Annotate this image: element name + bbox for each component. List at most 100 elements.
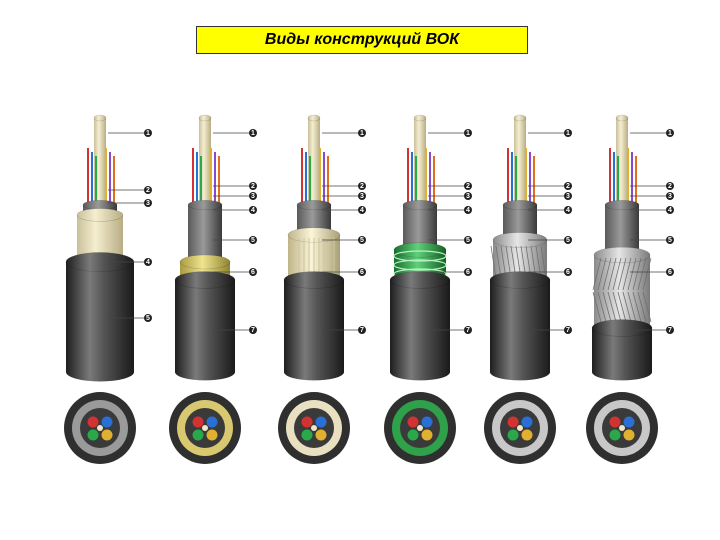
central-member-top xyxy=(513,114,527,122)
callout-badge-6 xyxy=(564,268,572,276)
callout-number-3: 3 xyxy=(466,193,470,200)
page-title: Виды конструкций ВОК xyxy=(264,31,460,48)
callout-badge-4 xyxy=(464,206,472,214)
corrugated-armor-top xyxy=(393,242,447,258)
cross-section-5 xyxy=(484,392,556,464)
central-member-top xyxy=(307,114,321,122)
callout-badge-1 xyxy=(249,129,257,137)
callout-badge-2 xyxy=(666,182,674,190)
callout-number-4: 4 xyxy=(466,207,470,214)
armor-wire-inner xyxy=(617,291,627,323)
callout-badge-1 xyxy=(358,129,366,137)
callout-badge-1 xyxy=(564,129,572,137)
callout-number-4: 4 xyxy=(566,207,570,214)
callout-number-3: 3 xyxy=(566,193,570,200)
central-member-top xyxy=(413,114,427,122)
cross-section-tube xyxy=(407,429,419,441)
armor-wire-inner xyxy=(622,291,632,323)
armor-wire-outer xyxy=(617,257,627,291)
armor-wire-outer xyxy=(637,257,647,291)
callout-number-4: 4 xyxy=(668,207,672,214)
callout-badge-7 xyxy=(358,326,366,334)
callout-badge-7 xyxy=(464,326,472,334)
callout-badge-7 xyxy=(564,326,572,334)
callout-number-3: 3 xyxy=(360,193,364,200)
outer-sheath xyxy=(390,280,450,381)
callout-badge-6 xyxy=(358,268,366,276)
cross-section-tube xyxy=(421,429,433,441)
armor-wire-inner xyxy=(602,291,612,323)
callout-number-5: 5 xyxy=(668,237,672,244)
corrugation-ring xyxy=(393,259,447,271)
cross-section-4 xyxy=(384,392,456,464)
armor-wire-inner xyxy=(627,291,637,323)
double-wire-armor-top xyxy=(593,246,651,264)
callout-badge-6 xyxy=(464,268,472,276)
callout-badge-5 xyxy=(358,236,366,244)
callout-number-1: 1 xyxy=(146,130,150,137)
armor-wire-outer xyxy=(592,257,602,291)
cross-section-tube xyxy=(609,429,621,441)
callout-number-1: 1 xyxy=(360,130,364,137)
callout-badge-3 xyxy=(144,199,152,207)
cross-section-tube xyxy=(521,429,533,441)
outer-sheath xyxy=(66,262,134,382)
outer-sheath xyxy=(592,328,652,381)
cross-section-1 xyxy=(64,392,136,464)
callout-badge-2 xyxy=(464,182,472,190)
cross-section-tube xyxy=(192,429,204,441)
callout-number-6: 6 xyxy=(360,269,364,276)
cross-section-center xyxy=(311,425,317,431)
armor-wire-inner xyxy=(632,291,642,323)
armor-wire-inner xyxy=(612,291,622,323)
callout-badge-3 xyxy=(249,192,257,200)
armor-wire-outer xyxy=(622,257,632,291)
callout-number-2: 2 xyxy=(466,183,470,190)
outer-sheath-top xyxy=(283,271,345,289)
cross-section-tube xyxy=(421,416,433,428)
cross-section-tube xyxy=(301,429,313,441)
callout-number-2: 2 xyxy=(146,187,150,194)
callout-badge-2 xyxy=(249,182,257,190)
armor-wire-inner xyxy=(637,291,647,323)
cross-section-center xyxy=(619,425,625,431)
callout-badge-5 xyxy=(564,236,572,244)
cross-section-tube xyxy=(301,416,313,428)
callout-number-3: 3 xyxy=(251,193,255,200)
central-member-top xyxy=(93,114,107,122)
double-wire-armor xyxy=(594,255,650,333)
callout-badge-5 xyxy=(666,236,674,244)
outer-sheath-top xyxy=(174,271,236,289)
cross-section-tube xyxy=(521,416,533,428)
callout-number-6: 6 xyxy=(251,269,255,276)
callout-badge-4 xyxy=(358,206,366,214)
outer-sheath-top xyxy=(389,271,451,289)
callout-number-7: 7 xyxy=(360,327,364,334)
callout-badge-1 xyxy=(666,129,674,137)
callout-number-6: 6 xyxy=(566,269,570,276)
callout-number-7: 7 xyxy=(251,327,255,334)
callout-number-1: 1 xyxy=(251,130,255,137)
cross-section-2 xyxy=(169,392,241,464)
steel-tape-top xyxy=(179,254,231,270)
cross-section-tube xyxy=(87,416,99,428)
cross-section-center xyxy=(517,425,523,431)
armor-wire-inner xyxy=(607,291,617,323)
callout-number-5: 5 xyxy=(146,315,150,322)
outer-sheath-top xyxy=(489,271,551,289)
callout-number-5: 5 xyxy=(566,237,570,244)
callout-badge-7 xyxy=(666,326,674,334)
callout-badge-2 xyxy=(144,186,152,194)
callout-badge-4 xyxy=(144,258,152,266)
inner-tube-top xyxy=(502,199,538,211)
callout-badge-5 xyxy=(144,314,152,322)
armor-wire-inner xyxy=(642,291,652,323)
inner-tube-top xyxy=(604,199,640,211)
callout-number-1: 1 xyxy=(668,130,672,137)
cross-section-tube xyxy=(101,429,113,441)
callout-number-7: 7 xyxy=(668,327,672,334)
